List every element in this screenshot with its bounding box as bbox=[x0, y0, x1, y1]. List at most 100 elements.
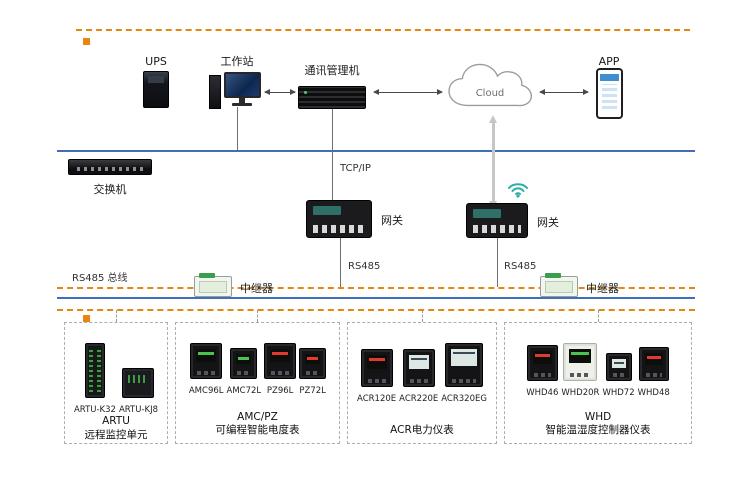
device-model-label: WHD48 bbox=[637, 388, 670, 398]
wifi-icon bbox=[506, 180, 530, 198]
ups-label: UPS bbox=[145, 55, 167, 68]
device-column: WHD46 bbox=[526, 345, 558, 398]
device-amc72l bbox=[230, 348, 258, 379]
device-artu-k32 bbox=[84, 343, 105, 398]
rs485-right-label: RS485 bbox=[502, 261, 539, 272]
rs485-left-label: RS485 bbox=[346, 261, 383, 272]
device-model-label: PZ72L bbox=[299, 386, 326, 396]
device-model-label: ACR320EG bbox=[441, 394, 487, 404]
bus-marker-top bbox=[83, 38, 90, 45]
group-title: ARTU 远程监控单元 bbox=[65, 415, 167, 447]
cloud-outline-icon bbox=[448, 63, 533, 107]
group-title-line2: 智能温湿度控制器仪表 bbox=[545, 424, 651, 437]
line-server-gateway1 bbox=[332, 109, 333, 200]
repeater2-label: 中继器 bbox=[586, 282, 619, 295]
group-title-line2: 远程监控单元 bbox=[84, 428, 148, 441]
device-acr120e bbox=[360, 349, 393, 387]
device-model-label: AMC96L bbox=[188, 386, 224, 396]
device-row: ARTU-K32 ARTU-KJ8 bbox=[65, 343, 167, 415]
gateway1-device bbox=[306, 200, 372, 238]
device-model-label: WHD72 bbox=[602, 388, 635, 398]
device-amc96l bbox=[190, 343, 223, 379]
device-model-label: WHD46 bbox=[526, 388, 559, 398]
device-pz96l bbox=[264, 343, 297, 379]
group-title: ACR电力仪表 bbox=[348, 424, 496, 443]
drop-line-artu bbox=[116, 310, 117, 322]
device-model-label: ACR120E bbox=[357, 394, 397, 404]
device-model-label: PZ96L bbox=[266, 386, 294, 396]
device-row: AMC96L AMC72L PZ96L PZ72L bbox=[176, 343, 339, 396]
device-column: ARTU-K32 bbox=[74, 343, 116, 415]
workstation-monitor bbox=[224, 72, 261, 98]
device-column: AMC96L bbox=[189, 343, 224, 396]
ethernet-bus-line bbox=[57, 150, 695, 152]
drop-line-whd bbox=[598, 310, 599, 322]
rs485-bus-line-lower bbox=[57, 309, 695, 311]
arrow-workstation-server bbox=[264, 89, 296, 95]
device-whd46 bbox=[526, 345, 558, 381]
rs485-bus-label: RS485 总线 bbox=[70, 269, 130, 284]
gateway1-label: 网关 bbox=[381, 214, 403, 227]
cloud-shape: Cloud bbox=[444, 58, 536, 116]
gateway2-label: 网关 bbox=[537, 216, 559, 229]
bus-marker-bottom bbox=[83, 315, 90, 322]
device-column: ACR320EG bbox=[441, 343, 487, 404]
device-whd48 bbox=[638, 347, 669, 381]
device-column: PZ96L bbox=[264, 343, 297, 396]
rs485-bus-line-upper bbox=[57, 287, 695, 289]
workstation-base bbox=[232, 103, 252, 106]
switch-device bbox=[68, 159, 152, 175]
workstation-stand bbox=[239, 98, 245, 103]
switch-label: 交换机 bbox=[93, 183, 127, 196]
repeater1-device bbox=[194, 273, 232, 297]
device-column: WHD48 bbox=[638, 347, 670, 398]
device-model-label: ACR220E bbox=[399, 394, 439, 404]
device-column: ARTU-KJ8 bbox=[119, 368, 158, 415]
group-title-line2: ACR电力仪表 bbox=[390, 424, 454, 437]
device-column: PZ72L bbox=[299, 348, 327, 396]
arrow-server-cloud bbox=[373, 89, 443, 95]
top-divider-line bbox=[76, 29, 690, 31]
group-title-line1: AMC/PZ bbox=[237, 410, 278, 423]
device-model-label: ARTU-KJ8 bbox=[118, 405, 159, 415]
device-row: ACR120E ACR220E ACR320EG bbox=[348, 343, 496, 404]
comm-manager-label: 通讯管理机 bbox=[304, 64, 360, 77]
device-row: WHD46 WHD20R WHD72 WHD48 bbox=[505, 343, 691, 398]
arrow-cloud-gateway2 bbox=[489, 115, 497, 209]
device-column: WHD72 bbox=[602, 353, 635, 398]
device-column: AMC72L bbox=[226, 348, 262, 396]
device-acr320eg bbox=[445, 343, 484, 387]
gateway2-device bbox=[466, 203, 528, 238]
line-gateway2-rs485 bbox=[497, 238, 498, 287]
group-title: WHD 智能温湿度控制器仪表 bbox=[505, 411, 691, 443]
group-title-line1: ARTU bbox=[102, 415, 130, 427]
repeater2-device bbox=[540, 273, 578, 297]
device-whd20r bbox=[563, 343, 598, 381]
device-column: WHD20R bbox=[561, 343, 599, 398]
workstation-label: 工作站 bbox=[220, 55, 254, 68]
drop-line-acr bbox=[422, 310, 423, 322]
device-model-label: ARTU-K32 bbox=[73, 405, 116, 415]
group-title-line1: WHD bbox=[584, 410, 612, 423]
app-label: APP bbox=[598, 55, 620, 68]
comm-manager-device bbox=[298, 86, 366, 109]
device-pz72l bbox=[299, 348, 327, 379]
drop-line-amc bbox=[257, 310, 258, 322]
tcpip-label: TCP/IP bbox=[338, 163, 373, 174]
line-gateway1-rs485 bbox=[340, 238, 341, 287]
device-acr220e bbox=[402, 349, 435, 387]
group-box-artu: ARTU-K32 ARTU-KJ8 ARTU 远程监控单元 bbox=[64, 322, 168, 444]
device-artu-kj8 bbox=[122, 368, 155, 398]
ups-device bbox=[143, 71, 169, 108]
arrow-cloud-app bbox=[539, 89, 589, 95]
group-box-acr: ACR120E ACR220E ACR320EG ACR电力仪表 bbox=[347, 322, 497, 444]
workstation-tower bbox=[209, 75, 221, 109]
device-model-label: WHD20R bbox=[561, 388, 600, 398]
group-box-amc-pz: AMC96L AMC72L PZ96L PZ72L AMC/PZ 可编程智能电度… bbox=[175, 322, 340, 444]
phone-screen bbox=[600, 74, 619, 111]
device-model-label: AMC72L bbox=[226, 386, 262, 396]
device-whd72 bbox=[605, 353, 632, 381]
device-column: ACR220E bbox=[399, 349, 438, 404]
repeater1-label: 中继器 bbox=[240, 282, 273, 295]
line-workstation-ethernet bbox=[237, 107, 238, 150]
